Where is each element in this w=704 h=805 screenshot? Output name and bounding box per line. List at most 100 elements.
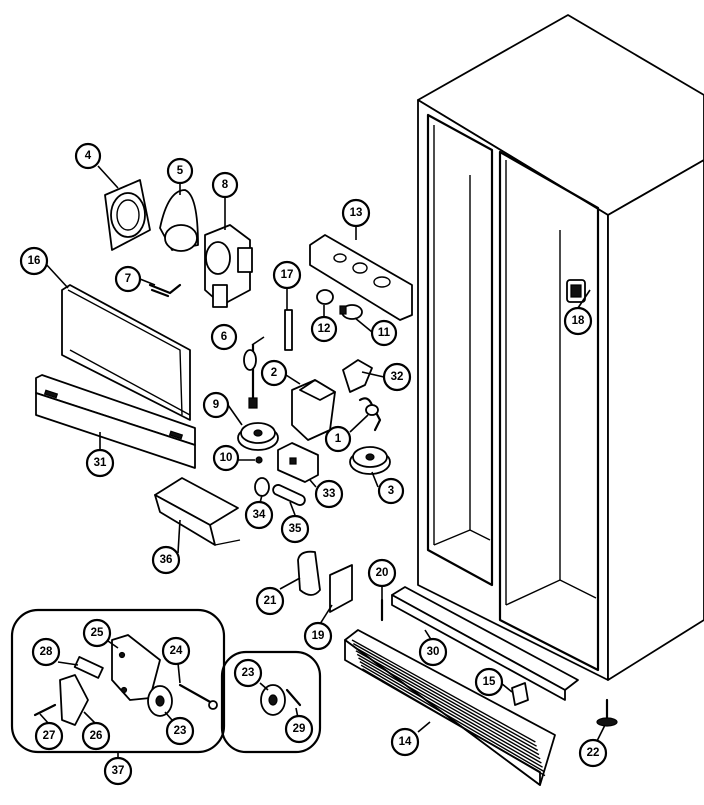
svg-text:1: 1: [335, 433, 342, 445]
svg-text:31: 31: [94, 457, 107, 469]
svg-text:34: 34: [253, 509, 266, 521]
callout-17: 17: [272, 260, 302, 290]
svg-text:10: 10: [220, 452, 233, 464]
callout-26: 26: [81, 721, 111, 751]
callout-6: 6: [210, 323, 238, 351]
part-34-bulb: [254, 477, 270, 497]
callout-2: 2: [260, 359, 288, 387]
part-30-rail: [391, 586, 579, 701]
svg-text:25: 25: [91, 627, 104, 639]
callout-10: 10: [212, 444, 240, 472]
svg-text:37: 37: [112, 765, 125, 777]
callout-9: 9: [202, 391, 230, 419]
svg-text:30: 30: [427, 646, 440, 658]
callout-34: 34: [244, 500, 274, 530]
callout-12: 12: [310, 315, 338, 343]
callout-30: 30: [418, 637, 448, 667]
callout-19: 19: [303, 621, 333, 651]
grille-slat: [360, 664, 545, 773]
svg-text:7: 7: [125, 273, 131, 285]
callout-4: 4: [74, 142, 102, 170]
part-2-control: [291, 379, 336, 441]
part-11-bulb: [339, 304, 363, 320]
svg-text:27: 27: [43, 730, 56, 742]
svg-text:4: 4: [85, 150, 92, 162]
part-13-bracket: [309, 234, 413, 321]
part-22-foot: [596, 698, 618, 727]
part-9-knob: [237, 422, 279, 451]
svg-text:9: 9: [213, 399, 219, 411]
part-5-cover: [159, 189, 199, 252]
callout-27: 27: [34, 721, 64, 751]
part-12-socket: [316, 289, 334, 305]
callout-29: 29: [284, 714, 314, 744]
svg-text:35: 35: [289, 523, 302, 535]
callout-35: 35: [280, 514, 310, 544]
part-36-bracket: [154, 477, 241, 546]
grille-slat: [354, 646, 539, 752]
callout-24: 24: [161, 636, 191, 666]
callout-7: 7: [114, 265, 142, 293]
svg-text:18: 18: [572, 315, 585, 327]
part-7-clip: [148, 283, 182, 298]
svg-text:28: 28: [40, 646, 53, 658]
part-31-lower-panel: [35, 374, 196, 469]
part-33-switch: [277, 442, 319, 483]
svg-text:17: 17: [281, 269, 294, 281]
callout-11: 11: [370, 319, 398, 347]
callout-1: 1: [324, 425, 352, 453]
callout-33: 33: [314, 479, 344, 509]
svg-text:16: 16: [28, 255, 41, 267]
svg-text:13: 13: [350, 207, 363, 219]
svg-text:24: 24: [170, 645, 183, 657]
grille-slat: [356, 653, 541, 760]
callout-18: 18: [563, 306, 593, 336]
svg-text:15: 15: [483, 676, 496, 688]
svg-text:14: 14: [399, 736, 412, 748]
svg-text:32: 32: [391, 371, 404, 383]
svg-text:5: 5: [177, 165, 184, 177]
svg-text:8: 8: [222, 179, 229, 191]
svg-text:22: 22: [587, 747, 600, 759]
part-14-grille: [344, 629, 556, 786]
grille-slat: [358, 657, 542, 764]
callout-22: 22: [578, 738, 608, 768]
grille-slat: [351, 639, 536, 743]
callout-37: 37: [103, 756, 133, 786]
callout-20: 20: [367, 558, 397, 588]
callout-21: 21: [255, 586, 285, 616]
grille-slat: [359, 660, 543, 768]
svg-text:23: 23: [174, 725, 187, 737]
callout-23-inset-b: 23: [233, 658, 263, 688]
part-4-duct-housing: [104, 179, 151, 251]
svg-text:29: 29: [293, 723, 306, 735]
svg-text:23: 23: [242, 667, 255, 679]
svg-text:21: 21: [264, 595, 277, 607]
part-21-clip: [297, 550, 321, 596]
svg-text:20: 20: [376, 567, 389, 579]
leader-lines: [39, 165, 606, 742]
callout-28: 28: [31, 637, 61, 667]
callout-16: 16: [19, 246, 49, 276]
callout-5: 5: [166, 157, 194, 185]
callout-13: 13: [341, 198, 371, 228]
part-35-tube: [272, 484, 306, 506]
callout-31: 31: [85, 448, 115, 478]
part-8-motor: [204, 224, 253, 308]
svg-text:6: 6: [221, 331, 227, 343]
part-1-relay: [358, 397, 382, 432]
cabinet: [417, 14, 704, 681]
callout-3: 3: [377, 477, 405, 505]
part-10-screw: [255, 456, 263, 464]
callout-32: 32: [382, 362, 412, 392]
callout-15: 15: [474, 667, 504, 697]
part-3-knob: [349, 446, 391, 475]
grille-slat: [362, 668, 546, 777]
callout-25: 25: [82, 618, 112, 648]
part-15-clip: [511, 682, 529, 706]
callout-8: 8: [211, 171, 239, 199]
grille-slat: [352, 642, 537, 747]
part-19-bracket: [329, 564, 353, 613]
callout-23-inset-37: 23: [165, 716, 195, 746]
